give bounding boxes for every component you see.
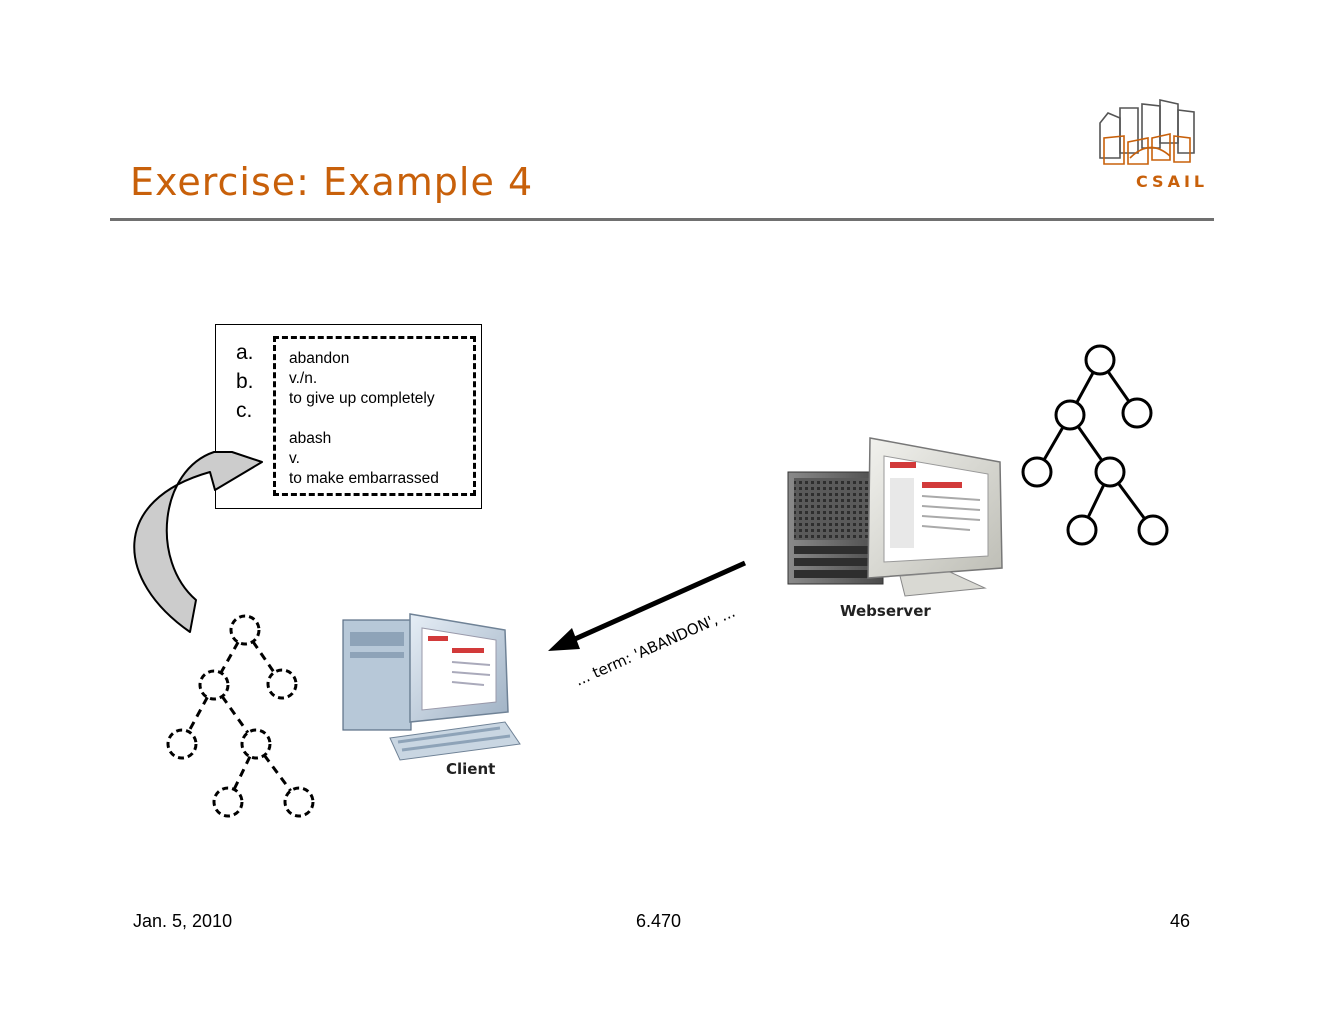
webserver-label: Webserver [840, 602, 931, 620]
footer-course: 6.470 [636, 911, 682, 931]
letter-a: a. [236, 341, 254, 364]
entry-line: v./n. [289, 370, 318, 387]
dictionary-entries: abandon v./n. to give up completely abas… [289, 349, 439, 489]
entry-line: to make embarrassed [289, 470, 439, 487]
title-divider [110, 218, 1214, 221]
entry-line: to give up completely [289, 390, 435, 407]
tree-node [1121, 397, 1153, 429]
tree-node [1021, 456, 1053, 488]
tree-node [1054, 399, 1086, 431]
server-tree [1021, 344, 1169, 546]
entry-line: v. [289, 450, 300, 467]
tree-node [1094, 456, 1126, 488]
letter-c: c. [236, 399, 253, 422]
client-tree [166, 614, 315, 818]
dictionary-letters: a. b. c. [236, 338, 254, 425]
request-label: ... term: 'ABANDON', ... [572, 603, 738, 690]
entry-line: abash [289, 430, 332, 447]
client-label: Client [446, 760, 496, 778]
letter-b: b. [236, 370, 254, 393]
tree-node [229, 614, 261, 646]
webserver-icon [787, 437, 1003, 597]
logo-text: CSAIL [1136, 172, 1209, 191]
curved-arrow [133, 451, 263, 633]
csail-logo [1099, 99, 1195, 165]
request-arrow [548, 560, 747, 651]
tree-node [240, 728, 272, 760]
dictionary-entries-box [273, 336, 476, 496]
slide-title: Exercise: Example 4 [130, 160, 534, 204]
footer-date: Jan. 5, 2010 [133, 911, 233, 931]
tree-node [1137, 514, 1169, 546]
tree-node [212, 786, 244, 818]
tree-node [283, 786, 315, 818]
tree-node [266, 668, 298, 700]
footer-page-number: 46 [1170, 911, 1191, 931]
tree-node [166, 728, 198, 760]
tree-node [1084, 344, 1116, 376]
client-icon [342, 613, 521, 761]
tree-node [198, 669, 230, 701]
tree-node [1066, 514, 1098, 546]
entry-line: abandon [289, 350, 350, 367]
